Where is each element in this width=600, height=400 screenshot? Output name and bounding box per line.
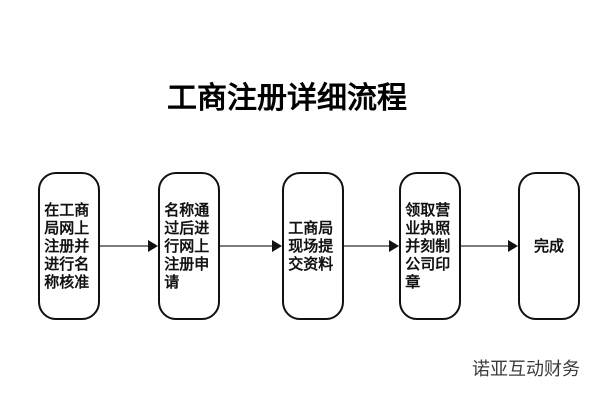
flow-step-1-label: 在工商局网上注册并进行名称核准: [44, 201, 90, 291]
flow-step-4: 领取营业执照并刻制公司印章: [399, 172, 461, 320]
flow-step-5: 完成: [518, 172, 580, 320]
flow-step-5-label: 完成: [533, 237, 564, 255]
flow-arrow-1: [100, 240, 158, 252]
arrow-line: [344, 245, 389, 247]
flow-step-3: 工商局现场提交资料: [282, 172, 344, 320]
flow-step-3-label: 工商局现场提交资料: [288, 219, 334, 273]
diagram-title: 工商注册详细流程: [167, 81, 407, 116]
flow-step-1: 在工商局网上注册并进行名称核准: [38, 172, 100, 320]
arrow-line: [461, 245, 508, 247]
arrow-right-icon: [272, 240, 282, 252]
arrow-right-icon: [508, 240, 518, 252]
flow-step-4-label: 领取营业执照并刻制公司印章: [405, 201, 451, 291]
flow-step-2: 名称通过后进行网上注册申请: [158, 172, 220, 320]
arrow-line: [100, 245, 148, 247]
flow-arrow-3: [344, 240, 399, 252]
arrow-right-icon: [389, 240, 399, 252]
flow-arrow-2: [220, 240, 282, 252]
flow-arrow-4: [461, 240, 518, 252]
watermark-text: 诺亚互动财务: [472, 359, 580, 380]
arrow-right-icon: [148, 240, 158, 252]
arrow-line: [220, 245, 272, 247]
flow-step-2-label: 名称通过后进行网上注册申请: [164, 201, 210, 291]
